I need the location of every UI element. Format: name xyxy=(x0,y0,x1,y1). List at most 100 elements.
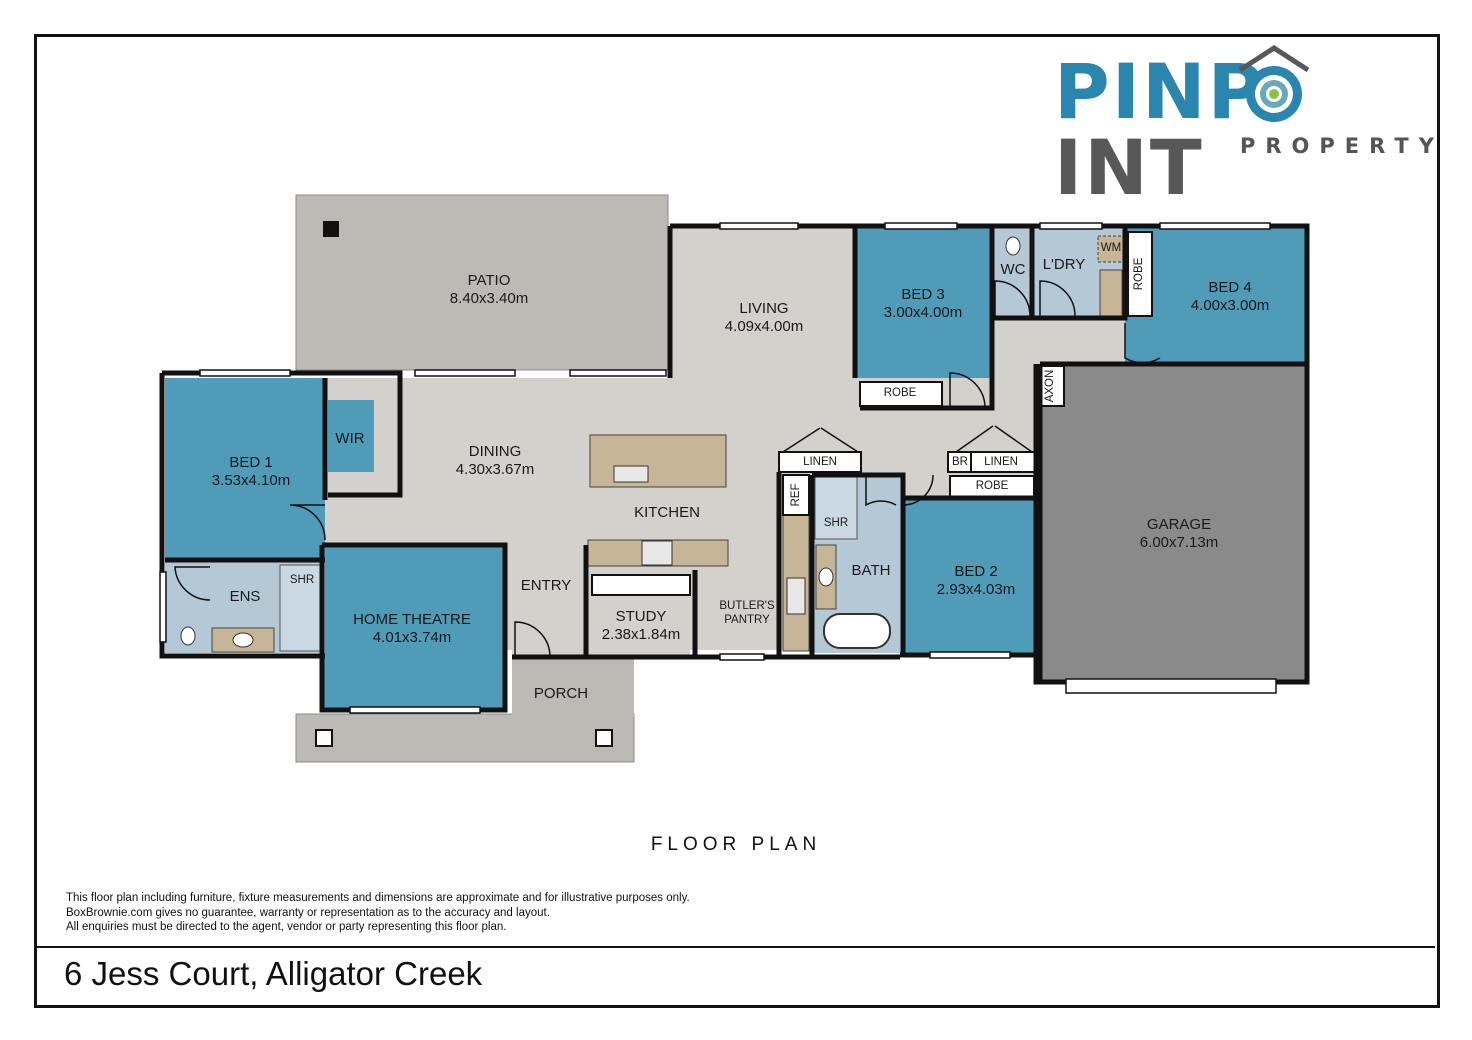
bed1-floor xyxy=(165,378,325,560)
home-theatre-label: HOME THEATRE 4.01x3.74m xyxy=(353,611,471,647)
property-address: 6 Jess Court, Alligator Creek xyxy=(64,955,483,992)
wc-toilet xyxy=(1005,236,1021,256)
wir-floor xyxy=(328,400,374,472)
home-theatre-floor xyxy=(323,545,505,710)
patio-post xyxy=(323,221,339,237)
pantry-sink xyxy=(786,577,806,615)
washing-machine xyxy=(1097,235,1125,263)
kitchen-label: KITCHEN xyxy=(634,504,700,521)
porch-label: PORCH xyxy=(533,685,589,702)
patio-area xyxy=(295,194,669,371)
study-label: STUDY 2.38x1.84m xyxy=(602,608,680,644)
bed4-floor xyxy=(1125,226,1307,364)
study-desk xyxy=(591,574,691,596)
axon-label: AXON xyxy=(1044,369,1057,403)
garage-name: GARAGE xyxy=(1146,516,1212,533)
bed1-name: BED 1 xyxy=(229,454,273,471)
logo-pin-house-icon xyxy=(1238,45,1310,122)
linen-cupboard-1 xyxy=(778,451,862,473)
footer-divider xyxy=(37,946,1435,948)
patio-name: PATIO xyxy=(467,272,511,289)
wm-label: WM xyxy=(1100,242,1122,255)
logo-word-part2: INT xyxy=(1054,123,1204,212)
study-dimensions: 2.38x1.84m xyxy=(601,626,681,643)
page-frame xyxy=(34,34,1440,1008)
laundry-label: L'DRY xyxy=(1042,256,1086,273)
linen2-label: LINEN xyxy=(984,456,1018,469)
study-name: STUDY xyxy=(615,608,667,625)
bed2-floor xyxy=(903,498,1036,653)
bath-label: BATH xyxy=(851,562,891,579)
bed3-label: BED 3 3.00x4.00m xyxy=(884,286,962,322)
laundry-tub-bench xyxy=(1099,269,1123,317)
pinpoint-logo: PINPINT PROPERTY xyxy=(1050,40,1440,206)
bed4-dimensions: 4.00x3.00m xyxy=(1190,297,1270,314)
bed4-robe-label: ROBE xyxy=(1133,257,1146,291)
patio-label: PATIO 8.40x3.40m xyxy=(450,272,528,308)
bed2-dimensions: 2.93x4.03m xyxy=(936,581,1016,598)
bath-shower-label: SHR xyxy=(823,517,849,530)
wc-label: WC xyxy=(1000,261,1026,278)
butlers-pantry-line2: PANTRY xyxy=(724,614,770,626)
bed3-robe-label: ROBE xyxy=(883,387,917,400)
logo-subtitle: PROPERTY xyxy=(1240,134,1444,158)
ensuite-shower-label: SHR xyxy=(289,574,315,587)
bed3-dimensions: 3.00x4.00m xyxy=(883,304,963,321)
bed4-robe xyxy=(1127,231,1153,317)
fridge-space xyxy=(782,474,810,516)
ensuite-shower xyxy=(279,564,323,652)
bath-shower xyxy=(814,476,858,540)
logo-word-part1: PINP xyxy=(1054,47,1266,136)
home-theatre-name: HOME THEATRE xyxy=(353,611,471,628)
living-dimensions: 4.09x4.00m xyxy=(724,318,804,335)
bed1-dimensions: 3.53x4.10m xyxy=(211,472,291,489)
br-label: BR xyxy=(952,456,968,469)
bed3-robe xyxy=(859,381,943,407)
bed3-floor xyxy=(855,226,992,378)
bathtub xyxy=(823,613,891,649)
bed2-label: BED 2 2.93x4.03m xyxy=(937,563,1015,599)
ensuite-basin xyxy=(232,632,254,648)
garage-label: GARAGE 6.00x7.13m xyxy=(1140,516,1218,552)
dining-label: DINING 4.30x3.67m xyxy=(456,443,534,479)
entry-label: ENTRY xyxy=(520,577,572,594)
porch-area xyxy=(512,657,634,717)
bed4-name: BED 4 xyxy=(1208,279,1252,296)
living-label: LIVING 4.09x4.00m xyxy=(725,300,803,336)
garage-floor xyxy=(1040,364,1307,682)
porch-post-right xyxy=(595,729,613,747)
windows xyxy=(159,222,1277,714)
bed3-name: BED 3 xyxy=(901,286,945,303)
home-theatre-dimensions: 4.01x3.74m xyxy=(372,629,452,646)
butlers-pantry-label: BUTLER'S PANTRY xyxy=(719,600,774,628)
floor-plan-title: FLOOR PLAN xyxy=(650,834,822,855)
porch-post-left xyxy=(315,729,333,747)
cooktop xyxy=(641,540,673,566)
ref-label: REF xyxy=(790,483,803,507)
butlers-pantry-line1: BUTLER'S xyxy=(719,600,775,613)
linen1-label: LINEN xyxy=(803,456,837,469)
ensuite-toilet xyxy=(180,626,196,646)
bed4-label: BED 4 4.00x3.00m xyxy=(1191,279,1269,315)
ensuite-label: ENS xyxy=(229,588,261,605)
wir-label: WIR xyxy=(335,430,365,447)
bed2-robe-label: ROBE xyxy=(975,480,1009,493)
bed2-name: BED 2 xyxy=(954,563,998,580)
dining-name: DINING xyxy=(468,443,522,460)
logo-wordmark: PINPINT xyxy=(1054,54,1440,206)
bed1-label: BED 1 3.53x4.10m xyxy=(212,454,290,490)
doors xyxy=(174,280,1161,658)
garage-dimensions: 6.00x7.13m xyxy=(1139,534,1219,551)
kitchen-island xyxy=(589,434,727,488)
disclaimer-line: BoxBrownie.com gives no guarantee, warra… xyxy=(66,906,550,919)
bath-basin xyxy=(818,567,834,587)
living-name: LIVING xyxy=(739,300,789,317)
dining-dimensions: 4.30x3.67m xyxy=(455,461,535,478)
porch-slab xyxy=(295,713,635,763)
disclaimer-line: All enquiries must be directed to the ag… xyxy=(66,921,507,933)
patio-dimensions: 8.40x3.40m xyxy=(449,290,529,307)
kitchen-sink xyxy=(613,465,649,483)
disclaimer: This floor plan including furniture, fix… xyxy=(66,891,690,935)
disclaimer-line: This floor plan including furniture, fix… xyxy=(66,892,690,904)
